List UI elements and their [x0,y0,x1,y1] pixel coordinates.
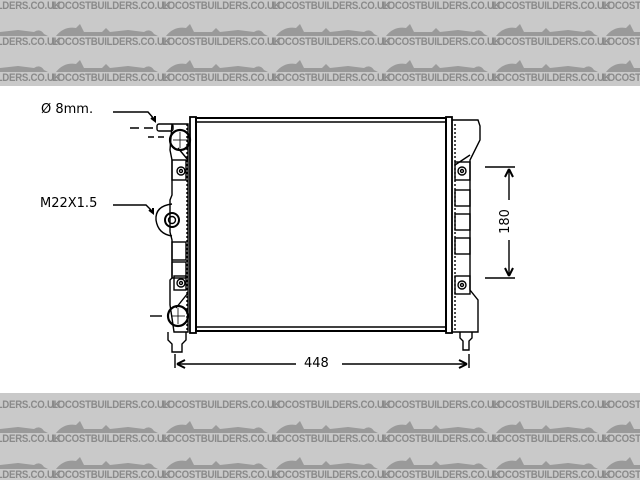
watermark-text: LOCOSTBUILDERS.CO.UK [52,399,171,411]
watermark-text: LOCOSTBUILDERS.CO.UK [382,399,501,411]
watermark-text: LOCOSTBUILDERS.CO.UK [52,433,171,445]
watermark-text: LOCOSTBUILDERS.CO.UK [272,433,391,445]
watermark-row: LOCOSTBUILDERS.CO.UKLOCOSTBUILDERS.CO.UK… [0,22,640,50]
watermark-text: LOCOSTBUILDERS.CO.UK [0,469,61,480]
car-logo-icon [166,60,268,72]
watermark-text: LOCOSTBUILDERS.CO.UK [0,36,61,48]
drain-plug-boss [155,203,180,237]
car-logo-icon [0,66,48,72]
watermark-band-top: LOCOSTBUILDERS.CO.UKLOCOSTBUILDERS.CO.UK… [0,0,640,86]
car-logo-icon [496,60,598,72]
diagram-canvas: Ø 8mm. M22X1.5 448 180 [0,86,640,393]
car-logo-icon [606,457,640,469]
watermark-text: LOCOSTBUILDERS.CO.UK [602,36,640,48]
watermark-text: LOCOSTBUILDERS.CO.UK [272,399,391,411]
car-logo-icon [0,30,48,36]
car-logo-icon [496,421,598,433]
watermark-row: LOCOSTBUILDERS.CO.UKLOCOSTBUILDERS.CO.UK… [0,455,640,480]
thread-size-label: M22X1.5 [40,196,98,211]
watermark-text: LOCOSTBUILDERS.CO.UK [162,433,281,445]
radiator-core [195,117,447,332]
watermark-text: LOCOSTBUILDERS.CO.UK [0,0,61,12]
watermark-text: LOCOSTBUILDERS.CO.UK [382,433,501,445]
watermark-text: LOCOSTBUILDERS.CO.UK [162,36,281,48]
watermark-text: LOCOSTBUILDERS.CO.UK [382,469,501,480]
radiator-drawing [113,111,515,369]
car-logo-icon [56,457,158,469]
watermark-row: LOCOSTBUILDERS.CO.UKLOCOSTBUILDERS.CO.UK… [0,419,640,447]
watermark-text: LOCOSTBUILDERS.CO.UK [272,0,391,12]
watermark-text: LOCOSTBUILDERS.CO.UK [602,433,640,445]
watermark-text: LOCOSTBUILDERS.CO.UK [162,469,281,480]
height-dimension-label: 180 [497,209,513,234]
car-logo-icon [56,24,158,36]
car-logo-icon [276,421,378,433]
watermark-text: LOCOSTBUILDERS.CO.UK [492,0,611,12]
width-dimension-label: 448 [304,356,329,371]
car-logo-icon [0,463,48,469]
watermark-text: LOCOSTBUILDERS.CO.UK [382,0,501,12]
car-logo-icon [56,60,158,72]
car-logo-icon [166,24,268,36]
watermark-text: LOCOSTBUILDERS.CO.UK [272,36,391,48]
bottom-outlet-pipe [150,304,190,353]
car-logo-icon [276,457,378,469]
car-logo-icon [496,457,598,469]
car-logo-icon [166,457,268,469]
watermark-text: LOCOSTBUILDERS.CO.UK [162,72,281,84]
watermark-text: LOCOSTBUILDERS.CO.UK [0,399,61,411]
width-dimension [174,354,470,369]
watermark-text: LOCOSTBUILDERS.CO.UK [0,72,61,84]
car-logo-icon [276,60,378,72]
car-logo-icon [386,421,488,433]
height-dimension [485,166,515,279]
car-logo-icon [166,421,268,433]
watermark-text: LOCOSTBUILDERS.CO.UK [162,0,281,12]
car-logo-icon [606,421,640,433]
watermark-text: LOCOSTBUILDERS.CO.UK [162,399,281,411]
car-logo-icon [606,24,640,36]
watermark-text: LOCOSTBUILDERS.CO.UK [0,433,61,445]
watermark-text: LOCOSTBUILDERS.CO.UK [382,72,501,84]
left-tank [169,116,197,334]
watermark-text: LOCOSTBUILDERS.CO.UK [52,36,171,48]
car-logo-icon [386,24,488,36]
watermark-text: LOCOSTBUILDERS.CO.UK [52,0,171,12]
car-logo-icon [606,60,640,72]
car-logo-icon [0,427,48,433]
car-logo-icon [386,60,488,72]
watermark-text: LOCOSTBUILDERS.CO.UK [492,469,611,480]
leader-arrows [113,111,156,215]
right-tank [445,116,481,351]
pipe-diameter-label: Ø 8mm. [41,102,94,117]
watermark-text: LOCOSTBUILDERS.CO.UK [492,36,611,48]
watermark-band-bottom: LOCOSTBUILDERS.CO.UKLOCOSTBUILDERS.CO.UK… [0,393,640,480]
car-logo-icon [56,421,158,433]
car-logo-icon [386,457,488,469]
car-logo-icon [276,24,378,36]
watermark-text: LOCOSTBUILDERS.CO.UK [52,72,171,84]
watermark-text: LOCOSTBUILDERS.CO.UK [52,469,171,480]
watermark-text: LOCOSTBUILDERS.CO.UK [602,399,640,411]
watermark-text: LOCOSTBUILDERS.CO.UK [602,72,640,84]
watermark-text: LOCOSTBUILDERS.CO.UK [272,72,391,84]
top-inlet-pipe [130,123,192,152]
watermark-text: LOCOSTBUILDERS.CO.UK [602,469,640,480]
watermark-row: LOCOSTBUILDERS.CO.UKLOCOSTBUILDERS.CO.UK… [0,58,640,86]
watermark-row: LOCOSTBUILDERS.CO.UKLOCOSTBUILDERS.CO.UK… [0,393,640,413]
watermark-text: LOCOSTBUILDERS.CO.UK [602,0,640,12]
watermark-text: LOCOSTBUILDERS.CO.UK [492,433,611,445]
car-logo-icon [496,24,598,36]
watermark-text: LOCOSTBUILDERS.CO.UK [492,399,611,411]
watermark-text: LOCOSTBUILDERS.CO.UK [492,72,611,84]
watermark-text: LOCOSTBUILDERS.CO.UK [272,469,391,480]
watermark-text: LOCOSTBUILDERS.CO.UK [382,36,501,48]
watermark-row: LOCOSTBUILDERS.CO.UKLOCOSTBUILDERS.CO.UK… [0,0,640,14]
